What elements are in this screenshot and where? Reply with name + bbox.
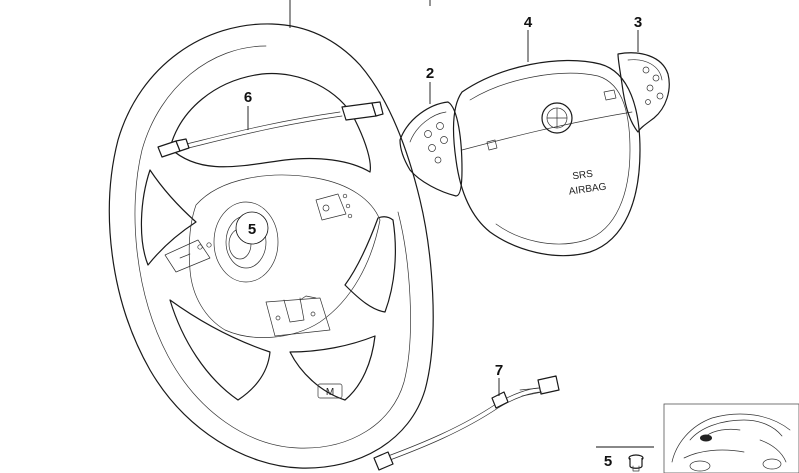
wheel-m-badge: M xyxy=(326,387,334,398)
callout-part-7: 7 xyxy=(495,362,503,379)
part-3-right-button-panel xyxy=(617,52,670,133)
steering-wheel: M xyxy=(108,23,434,469)
callout-part-4: 4 xyxy=(524,14,533,31)
part-7-cable xyxy=(373,375,560,471)
callout-part-2: 2 xyxy=(426,65,434,82)
leader-lines xyxy=(247,0,639,396)
legend-callout-part-5: 5 xyxy=(604,453,612,470)
callout-part-3: 3 xyxy=(634,14,642,31)
vehicle-location-thumbnail xyxy=(663,403,799,473)
part-4-airbag-module: SRS AIRBAG xyxy=(452,59,641,257)
airbag-marking-airbag: AIRBAG xyxy=(568,181,607,197)
part-6-connecting-lead xyxy=(157,101,384,158)
callout-part-5-hub: 5 xyxy=(248,221,256,238)
callout-numbers: 2 3 4 5 6 7 xyxy=(235,14,642,379)
callout-part-5-ring xyxy=(235,211,269,245)
part-2-left-button-panel xyxy=(399,101,463,197)
airbag-marking-srs: SRS xyxy=(572,169,594,183)
callout-part-6: 6 xyxy=(244,89,252,106)
legend-part-5: 5 xyxy=(596,446,654,472)
